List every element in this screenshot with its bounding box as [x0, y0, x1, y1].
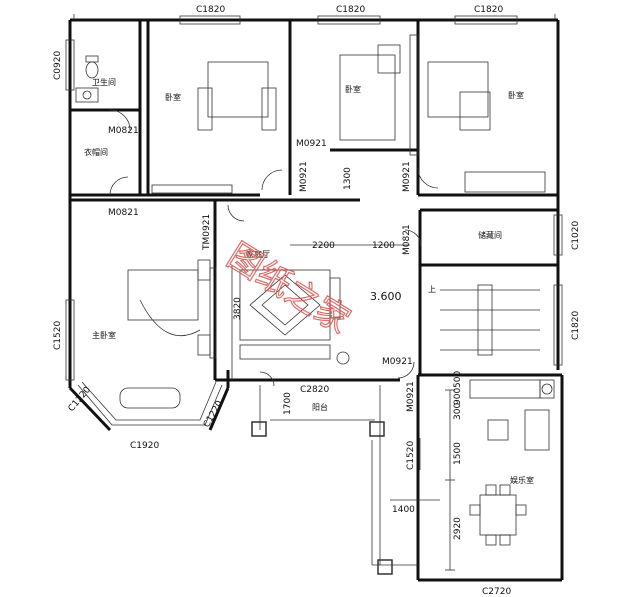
door-label: M0921 — [406, 381, 416, 412]
dimension-label: 1500 — [453, 442, 463, 465]
window-label: C1920 — [130, 441, 159, 451]
room-label-bedroom-1: 卧室 — [165, 92, 181, 102]
dimension-label: 1400 — [392, 505, 415, 515]
dimension-label: 300 — [453, 403, 463, 420]
window-label: C2720 — [482, 587, 511, 597]
door-label: TM0921 — [202, 214, 212, 251]
room-label-balcony: 阳台 — [312, 402, 328, 412]
room-label-family-hall: 家庭厅 — [246, 249, 270, 259]
room-label-master-bedroom: 主卧室 — [92, 330, 116, 340]
dimension-label: 1700 — [283, 392, 293, 415]
dimension-label: 1300 — [343, 167, 353, 190]
door-label: M0921 — [296, 139, 327, 149]
room-label-storage: 储藏间 — [478, 230, 502, 240]
dimension-label: 900 — [453, 388, 463, 405]
dimension-label: 3820 — [233, 297, 243, 320]
watermark: 图纸之家 — [220, 236, 357, 342]
window-label: C0920 — [53, 51, 63, 80]
door-label: M0821 — [402, 224, 412, 255]
room-label-entertainment: 娱乐室 — [510, 475, 534, 485]
level-mark: 3.600 — [370, 290, 402, 303]
window-label: C1020 — [571, 221, 581, 250]
room-label-bedroom-3: 卧室 — [508, 90, 524, 100]
window-label: C1520 — [406, 441, 416, 470]
dimension-label: 2920 — [453, 517, 463, 540]
door-label: M0921 — [382, 357, 413, 367]
dimension-label: 500 — [453, 371, 463, 388]
door-label: M0921 — [402, 161, 412, 192]
window-label: C2820 — [300, 385, 329, 395]
room-label-bedroom-2: 卧室 — [345, 84, 361, 94]
window-label: C1520 — [53, 321, 63, 350]
thin-lines — [65, 14, 563, 575]
window-label: C1820 — [474, 5, 503, 15]
room-label-closet: 衣帽间 — [84, 147, 108, 157]
dimension-label: 2200 — [312, 241, 335, 251]
door-label: M0821 — [108, 126, 139, 136]
window-label: C1820 — [571, 311, 581, 340]
stair-up-label: 上 — [428, 285, 436, 294]
door-label: M0921 — [299, 161, 309, 192]
window-label: C1820 — [336, 5, 365, 15]
door-label: M0821 — [108, 208, 139, 218]
room-label-bath: 卫生间 — [92, 77, 116, 87]
window-label: C1820 — [196, 5, 225, 15]
dimension-label: 1200 — [372, 241, 395, 251]
